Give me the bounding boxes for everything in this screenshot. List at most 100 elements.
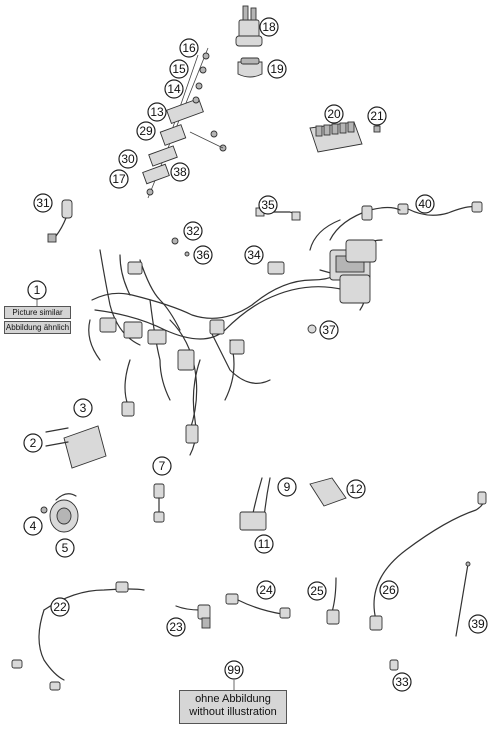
callout-1-number: 1 [34, 283, 41, 297]
callout-9-number: 9 [284, 480, 291, 494]
callout-31-number: 31 [36, 196, 50, 210]
callout-29-number: 29 [139, 124, 153, 138]
part-21-fuse-illustration [373, 125, 381, 133]
callout-23-number: 23 [169, 620, 183, 634]
callout-33: 33 [392, 672, 412, 692]
callout-17: 17 [109, 169, 129, 189]
callout-12: 12 [346, 479, 366, 499]
callout-7: 7 [152, 456, 172, 476]
callout-1: 1 [27, 280, 47, 300]
callout-38: 38 [170, 162, 190, 182]
callout-18: 18 [259, 17, 279, 37]
part-18-relay-illustration [235, 5, 263, 47]
callout-5-number: 5 [62, 541, 69, 555]
callout-4: 4 [23, 516, 43, 536]
part-20-fuse-box-illustration [309, 121, 363, 153]
callout-22: 22 [50, 597, 70, 617]
callout-18-number: 18 [262, 20, 276, 34]
callout-17-number: 17 [112, 172, 126, 186]
picture-similar-label: Picture similar [4, 306, 71, 319]
part-37-grommet-illustration [307, 324, 317, 334]
callout-99-number: 99 [227, 663, 241, 677]
callout-33-number: 33 [395, 675, 409, 689]
part-19-rubber-cap-illustration [237, 57, 263, 78]
callout-37: 37 [319, 320, 339, 340]
part-22-cable-illustration [11, 581, 145, 691]
callout-36-number: 36 [196, 248, 210, 262]
part-9-11-wire-set-illustration [239, 477, 271, 531]
callout-26-number: 26 [382, 583, 396, 597]
callout-26: 26 [379, 580, 399, 600]
part-2-3-module-illustration [45, 425, 107, 469]
part-39-rod-illustration [455, 561, 471, 637]
callout-13: 13 [147, 102, 167, 122]
without-illustration-text: without illustration [189, 706, 277, 718]
callout-14-number: 14 [167, 82, 181, 96]
callout-3-number: 3 [80, 401, 87, 415]
callout-39: 39 [468, 614, 488, 634]
without-illustration-note: ohne Abbildung without illustration [179, 690, 287, 724]
callout-15: 15 [169, 59, 189, 79]
part-26-cable-illustration [369, 491, 487, 631]
part-25-sensor-illustration [326, 577, 340, 625]
callout-38-number: 38 [173, 165, 187, 179]
callout-31: 31 [33, 193, 53, 213]
callout-20: 20 [324, 104, 344, 124]
abbildung-aehnlich-label: Abbildung ähnlich [4, 321, 71, 334]
callout-35-number: 35 [261, 198, 275, 212]
callout-35: 35 [258, 195, 278, 215]
callout-14: 14 [164, 79, 184, 99]
part-33-clip-illustration [389, 659, 399, 671]
callout-19: 19 [267, 59, 287, 79]
callout-11: 11 [254, 534, 274, 554]
callout-24: 24 [256, 580, 276, 600]
bracket-assembly-illustration [142, 47, 227, 199]
callout-23: 23 [166, 617, 186, 637]
callout-29: 29 [136, 121, 156, 141]
callout-20-number: 20 [327, 107, 341, 121]
callout-12-number: 12 [349, 482, 363, 496]
callout-19-number: 19 [270, 62, 284, 76]
callout-34: 34 [244, 245, 264, 265]
callout-2: 2 [23, 433, 43, 453]
callout-3: 3 [73, 398, 93, 418]
ohne-abbildung-text: ohne Abbildung [195, 693, 271, 705]
callout-11-number: 11 [258, 537, 271, 551]
main-wiring-harness-illustration [88, 205, 401, 456]
callout-36: 36 [193, 245, 213, 265]
callout-25: 25 [307, 581, 327, 601]
callout-30-number: 30 [121, 152, 135, 166]
callout-40-number: 40 [418, 197, 432, 211]
callout-21-number: 21 [370, 109, 384, 123]
callout-39-number: 39 [471, 617, 485, 631]
callout-15-number: 15 [172, 62, 186, 76]
part-31-sensor-illustration [47, 199, 73, 243]
callout-9: 9 [277, 477, 297, 497]
callout-16-number: 16 [182, 41, 196, 55]
abbildung-aehnlich-text: Abbildung ähnlich [5, 323, 70, 332]
callout-7-number: 7 [159, 459, 166, 473]
callout-32-number: 32 [186, 224, 200, 238]
callout-16: 16 [179, 38, 199, 58]
part-40-cable-illustration [397, 201, 483, 216]
callout-5: 5 [55, 538, 75, 558]
callout-34-number: 34 [247, 248, 261, 262]
callout-25-number: 25 [310, 584, 324, 598]
part-4-5-horn-illustration [40, 493, 79, 533]
callout-37-number: 37 [322, 323, 336, 337]
callout-40: 40 [415, 194, 435, 214]
callout-99: 99 [224, 660, 244, 680]
part-32-36-small-parts-illustration [171, 237, 190, 257]
callout-21: 21 [367, 106, 387, 126]
callout-30: 30 [118, 149, 138, 169]
callout-13-number: 13 [150, 105, 164, 119]
callout-22-number: 22 [53, 600, 67, 614]
part-7-connector-illustration [153, 483, 165, 523]
part-23-sensor-illustration [175, 604, 211, 629]
callout-4-number: 4 [30, 519, 37, 533]
part-12-module-illustration [309, 477, 347, 507]
picture-similar-text: Picture similar [12, 308, 63, 317]
callout-2-number: 2 [30, 436, 37, 450]
callout-24-number: 24 [259, 583, 273, 597]
callout-32: 32 [183, 221, 203, 241]
